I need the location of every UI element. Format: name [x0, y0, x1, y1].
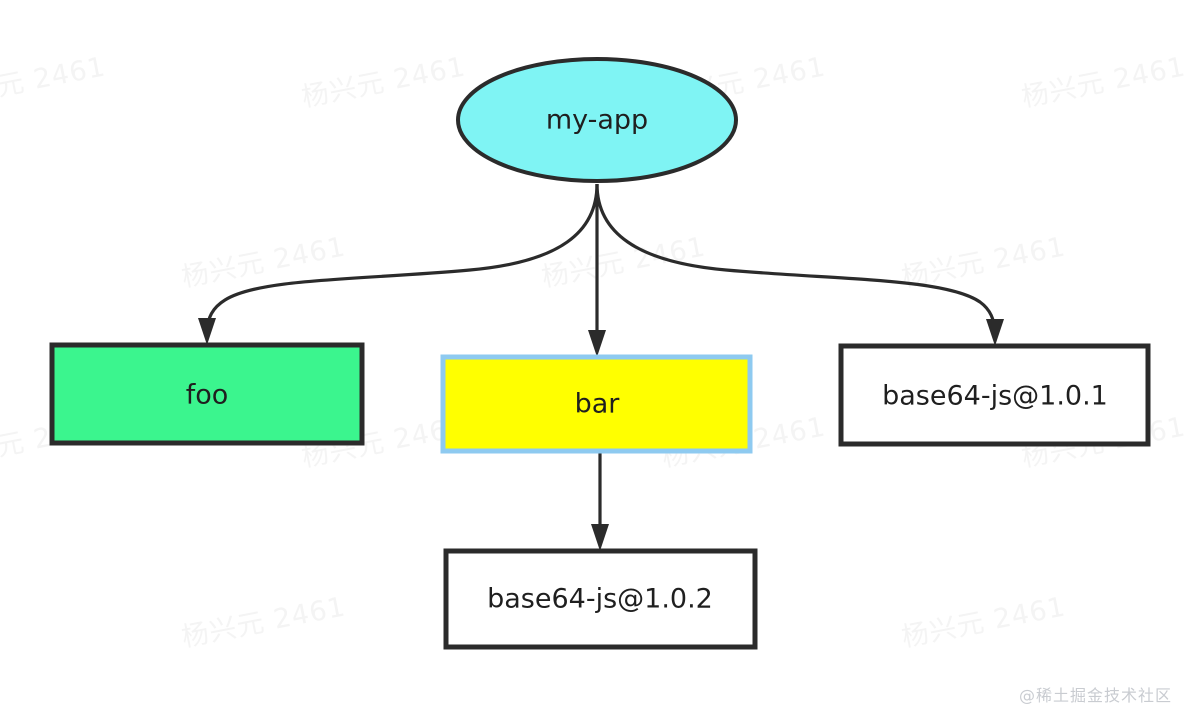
node-base64-js-102-shape [443, 548, 758, 650]
site-credit-watermark: @稀土掘金技术社区 [1018, 686, 1172, 705]
node-bar-label: bar [575, 389, 621, 420]
node-bar-shape [440, 354, 753, 454]
arrow-head-icon [588, 330, 606, 357]
arrow-head-icon [591, 524, 609, 551]
edges-group [198, 183, 1004, 551]
node-base64-js-102-label: base64-js@1.0.2 [487, 584, 713, 615]
arrow-head-icon [986, 319, 1004, 346]
node-my-app-label: my-app [546, 105, 648, 136]
node-bar[interactable]: bar [440, 354, 753, 454]
node-base64-js-101[interactable]: base64-js@1.0.1 [838, 343, 1151, 447]
node-foo-label: foo [186, 380, 229, 411]
nodes-group: my-app foo bar base64-js@1.0.1 base64-js… [49, 57, 1151, 650]
node-my-app-shape [456, 57, 738, 183]
edge-bar-base64-102[interactable] [591, 451, 609, 551]
edge-myapp-foo[interactable] [198, 183, 599, 345]
arrow-head-icon [198, 318, 216, 345]
node-base64-js-101-shape [838, 343, 1151, 447]
node-foo[interactable]: foo [49, 342, 365, 446]
node-foo-shape [49, 342, 365, 446]
node-base64-js-102[interactable]: base64-js@1.0.2 [443, 548, 758, 650]
edge-myapp-bar[interactable] [588, 184, 606, 357]
edge-myapp-base64-101[interactable] [595, 183, 1004, 346]
node-base64-js-101-label: base64-js@1.0.1 [882, 381, 1108, 412]
node-my-app[interactable]: my-app [456, 57, 738, 183]
